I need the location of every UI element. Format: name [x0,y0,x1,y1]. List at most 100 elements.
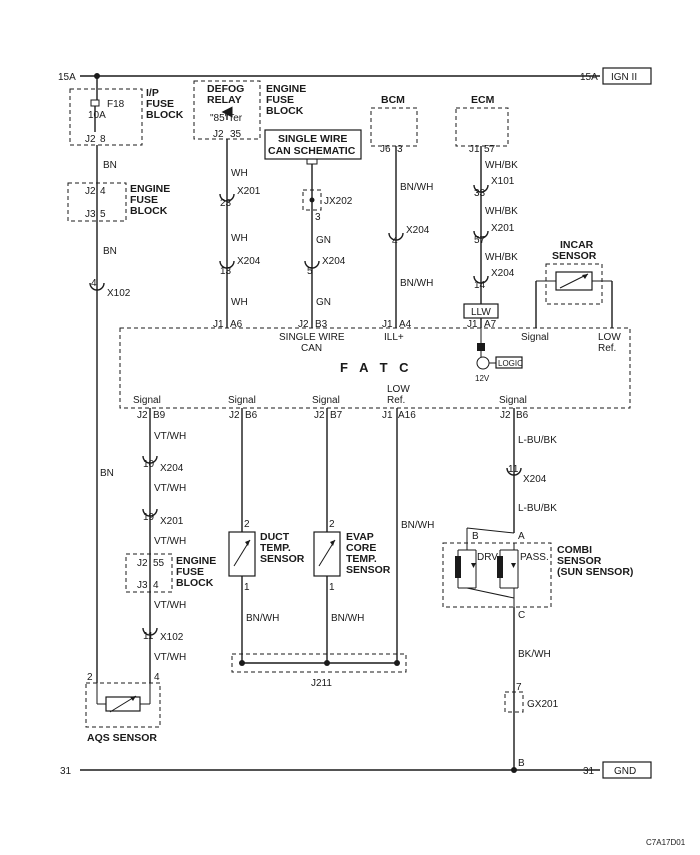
logic-label: LOGIC [498,359,523,368]
evap-title-4: SENSOR [346,564,391,576]
splice-name: J211 [311,678,332,689]
x201-ecm-name: X201 [491,223,515,234]
x102-vt-name: X102 [160,632,184,643]
x101-ecm-connector-icon [473,184,489,193]
fatc-module: F A T C J1 A6 J2 B3 SINGLE WIRE CAN J1 A… [119,319,631,421]
ground-bus: 31 31 GND B [60,758,652,779]
x204-wh-pin: 13 [220,266,232,277]
x201-vt-name: X201 [160,516,184,527]
wire-bn-1: BN [103,160,117,171]
combi-sun-sensor: B A DRV PASS. C COMBI SENSOR (SUN SENSOR… [442,527,633,621]
x204-lbu-connector-icon [506,467,522,476]
x102-vt-connector-icon [142,627,158,636]
duct-title-1: DUCT [260,531,290,543]
x201-vt-connector-icon [142,508,158,517]
wire-vtwh-5: VT/WH [154,652,186,663]
fatc-b6-duct-pin: B6 [245,410,258,421]
gx201-connector-icon [504,691,524,713]
combi-pin-b: B [472,531,479,542]
fatc-swc-label-2: CAN [301,343,322,354]
power-left-label: 15A [58,72,76,83]
fatc-b7-conn: J2 [314,410,325,421]
engine-fuse-block-mid: J2 55 J3 4 ENGINE FUSE BLOCK [125,553,216,593]
wire-bn-3: BN [100,468,114,479]
x102-top-pin: 4 [91,278,97,289]
incar-title-2: SENSOR [552,250,597,262]
fuse-icon [90,99,100,107]
x101-ecm-name: X101 [491,176,515,187]
efb-top-title-1: ENGINE [130,183,170,195]
duct-title-2: TEMP. [260,542,291,554]
ground-left-label: 31 [60,766,72,777]
fatc-a7-pin: A7 [484,319,497,330]
wire-bn-2: BN [103,246,117,257]
x101-ecm-pin: 33 [474,188,486,199]
duct-title-3: SENSOR [260,553,305,565]
wire-wh-2: WH [231,233,248,244]
x201-vt-pin: 19 [143,512,155,523]
x201-wh-connector-icon [219,193,235,202]
ecm-title: ECM [471,94,495,106]
wire-gn-2: GN [316,297,331,308]
x201-wh-pin: 23 [220,198,232,209]
swc-line-1: SINGLE WIRE [278,133,347,145]
volt-label: 12V [475,374,490,383]
x204-bcm-name: X204 [406,225,430,236]
x204-lbu-name: X204 [523,474,547,485]
fatc-a16-ref: Ref. [387,395,405,406]
wire-bnwh-duct: BN/WH [246,613,279,624]
power-right-label: 15A [580,72,598,83]
efb-top-conn1: J2 [85,186,96,197]
combi-title-2: SENSOR [557,555,602,567]
efb-top-pin1: 4 [100,186,106,197]
x201-wh-name: X201 [237,186,261,197]
wire-bnwh-bcm-2: BN/WH [400,278,433,289]
bcm-pin: 3 [397,144,403,155]
evap-title-2: CORE [346,542,376,554]
swc-line-2: CAN SCHEMATIC [268,145,356,157]
fatc-b3-pin: B3 [315,319,328,330]
x204-bcm-pin: 4 [392,236,398,247]
wire-bnwh-evap: BN/WH [331,613,364,624]
fuse-name: F18 [107,99,125,110]
wire-gn-1: GN [316,235,331,246]
fatc-swc-label-1: SINGLE WIRE [279,332,345,343]
combi-drv-label: DRV [477,552,498,563]
ground-right-label: 31 [583,766,595,777]
wire-vtwh-1: VT/WH [154,431,186,442]
fuse-rating: 10A [88,110,106,121]
evap-pin-top: 2 [329,519,335,530]
x204-wh-connector-icon [219,260,235,269]
wire-lbubk-1: L-BU/BK [518,435,557,446]
duct-pin-bottom: 1 [244,582,250,593]
bcm-title: BCM [381,94,405,106]
x204-ecm-connector-icon [473,275,489,284]
fatc-a4-conn: J1 [382,319,393,330]
fatc-b3-conn: J2 [298,319,309,330]
x102-vt-pin: 11 [143,631,154,642]
fatc-b6-combi-pin: B6 [516,410,529,421]
evap-pin-bottom: 1 [329,582,335,593]
fatc-title: F A T C [340,360,413,375]
logic-transistor-icon [476,356,490,370]
evap-title-1: EVAP [346,531,374,543]
wire-lbubk-2: L-BU/BK [518,503,557,514]
x204-gn-name: X204 [322,256,346,267]
efb-mid-pin1: 55 [153,558,165,569]
ground-node-label: B [518,758,525,769]
defog-relay: DEFOG RELAY "85"Ter J2 35 ENGINE FUSE BL… [193,80,306,140]
aqs-pin-left: 2 [87,672,93,683]
bcm-conn: J6 [380,144,391,155]
gx201-pin: 7 [516,682,522,693]
fatc-a6-pin: A6 [230,319,243,330]
single-wire-can-schematic-ref: SINGLE WIRE CAN SCHEMATIC [264,129,362,165]
fatc-incar-signal: Signal [521,332,549,343]
efb-top-title-2: FUSE [130,194,158,206]
efb-mid-title-2: FUSE [176,566,204,578]
fatc-b7-pin: B7 [330,410,343,421]
defog-pin: 35 [230,129,242,140]
ip-fuse-title-2: FUSE [146,98,174,110]
engine-fuse-block-top: J2 4 J3 5 ENGINE FUSE BLOCK [67,182,170,222]
wire-wh-3: WH [231,297,248,308]
